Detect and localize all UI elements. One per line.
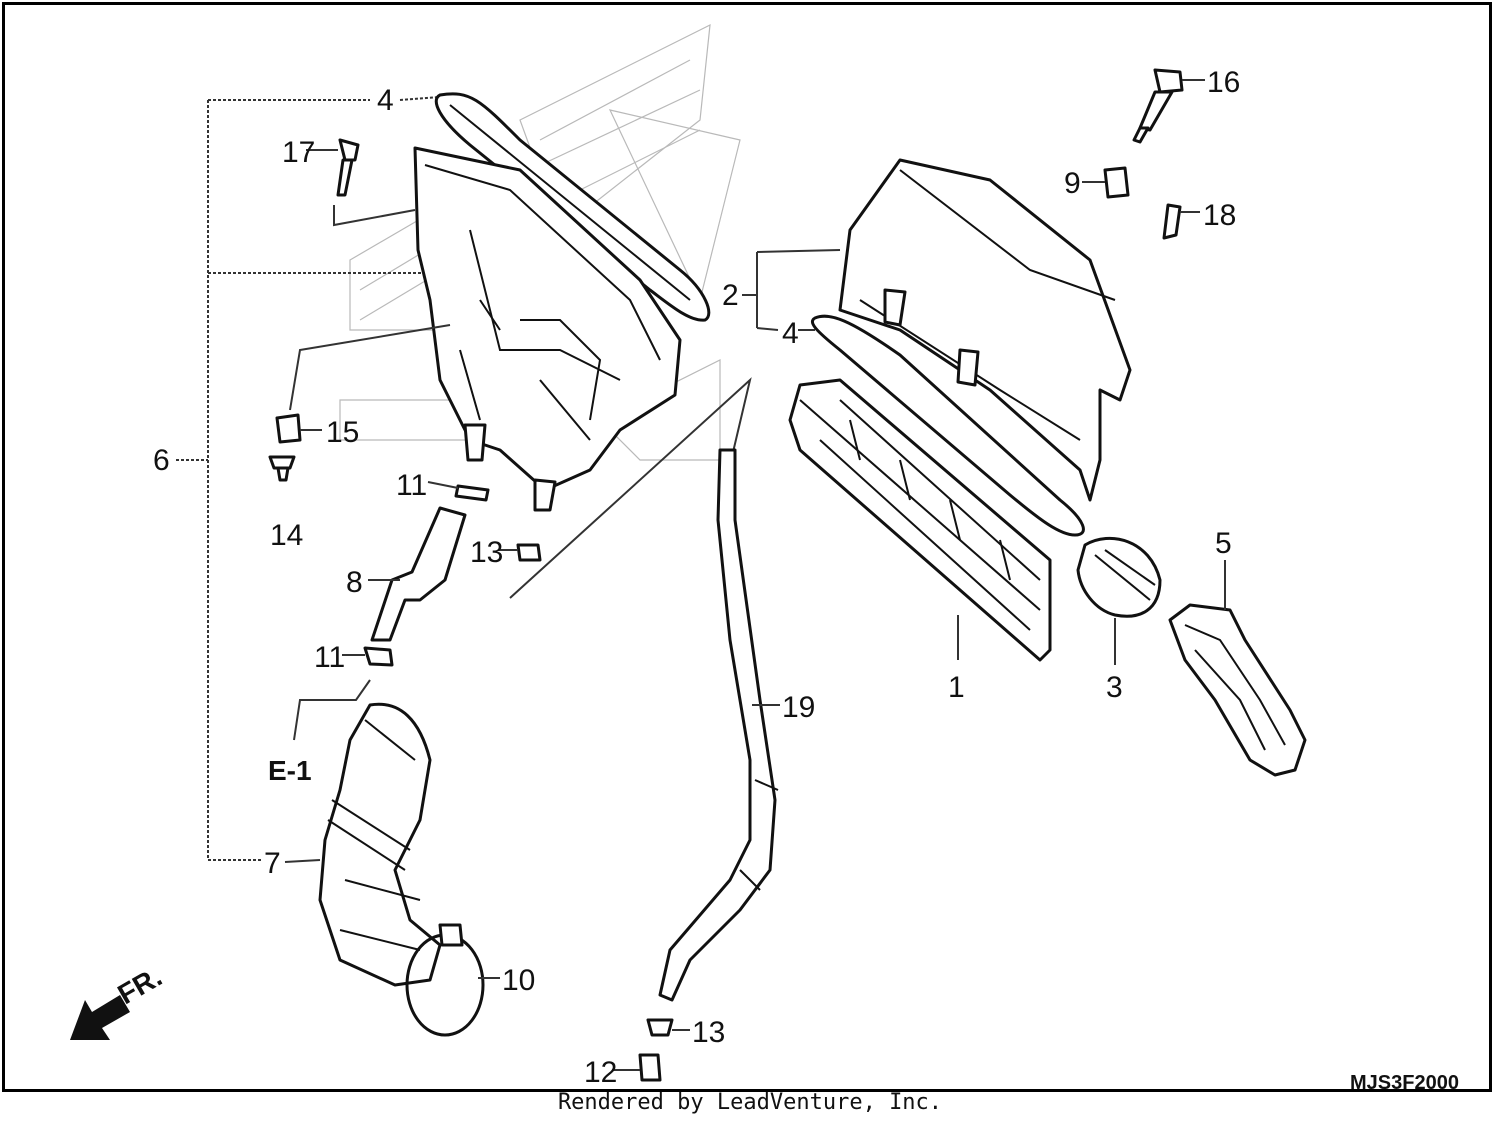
clip-13-lower	[646, 1018, 690, 1037]
bolt-14	[268, 455, 296, 482]
clip-15	[275, 324, 451, 444]
clip-11-upper	[427, 481, 490, 502]
clip-13-housing	[498, 543, 542, 562]
air-cleaner-housing	[413, 146, 682, 512]
funnel-3	[1076, 536, 1162, 665]
connecting-tube-7	[284, 702, 442, 987]
callout-7: 7	[264, 847, 281, 880]
drawing-code: MJS3F2000	[1350, 1072, 1459, 1094]
bolt-18	[1162, 203, 1200, 240]
callout-6: 6	[153, 444, 170, 477]
callout-5: 5	[1215, 527, 1232, 560]
callout-1: 1	[948, 671, 965, 704]
diagram-frame	[2, 2, 1492, 1092]
assembly-bracket-6	[176, 96, 450, 861]
grommet-9	[1082, 166, 1130, 199]
callout-16: 16	[1207, 66, 1240, 99]
callout-17: 17	[282, 136, 315, 169]
band-10	[405, 923, 500, 1037]
detail-indicator	[509, 377, 752, 599]
callout-11-lower: 11	[314, 641, 345, 674]
cap-12	[612, 1053, 662, 1082]
reference-e1: E-1	[268, 755, 312, 786]
callout-11-upper: 11	[396, 469, 427, 502]
callout-15: 15	[326, 416, 359, 449]
callout-4-lower: 4	[782, 317, 799, 350]
callout-14: 14	[270, 519, 303, 552]
callout-labels: 1 2 3 4 4 5 6 7 8 9 10 11 11 12 13 13 14…	[153, 66, 1240, 1089]
callout-3: 3	[1106, 671, 1123, 704]
callout-13-lower: 13	[692, 1016, 725, 1049]
callout-18: 18	[1203, 199, 1236, 232]
callout-12: 12	[584, 1056, 617, 1089]
screw-17	[306, 138, 416, 227]
callout-13-upper: 13	[470, 536, 503, 569]
callout-4-upper: 4	[377, 84, 394, 117]
clip-11-lower	[293, 646, 394, 741]
callout-10: 10	[502, 964, 535, 997]
seal-gasket-lower	[810, 314, 1085, 537]
front-direction-indicator: FR.	[70, 961, 167, 1040]
intake-duct-5	[1168, 560, 1307, 777]
callout-8: 8	[346, 566, 363, 599]
breather-hose-19	[658, 448, 780, 1002]
assembly-bracket-2	[742, 249, 841, 331]
callout-9: 9	[1064, 167, 1081, 200]
air-cleaner-element-1	[788, 378, 1052, 662]
air-cleaner-cover-2	[838, 158, 1132, 502]
sensor-16	[1132, 68, 1205, 144]
seal-gasket-upper	[434, 92, 711, 322]
drain-tube-8	[368, 506, 467, 642]
arrow-down-left-icon	[70, 995, 130, 1040]
callout-2: 2	[722, 279, 739, 312]
callout-19: 19	[782, 691, 815, 724]
footer-credit: Rendered by LeadVenture, Inc.	[557, 1090, 943, 1115]
